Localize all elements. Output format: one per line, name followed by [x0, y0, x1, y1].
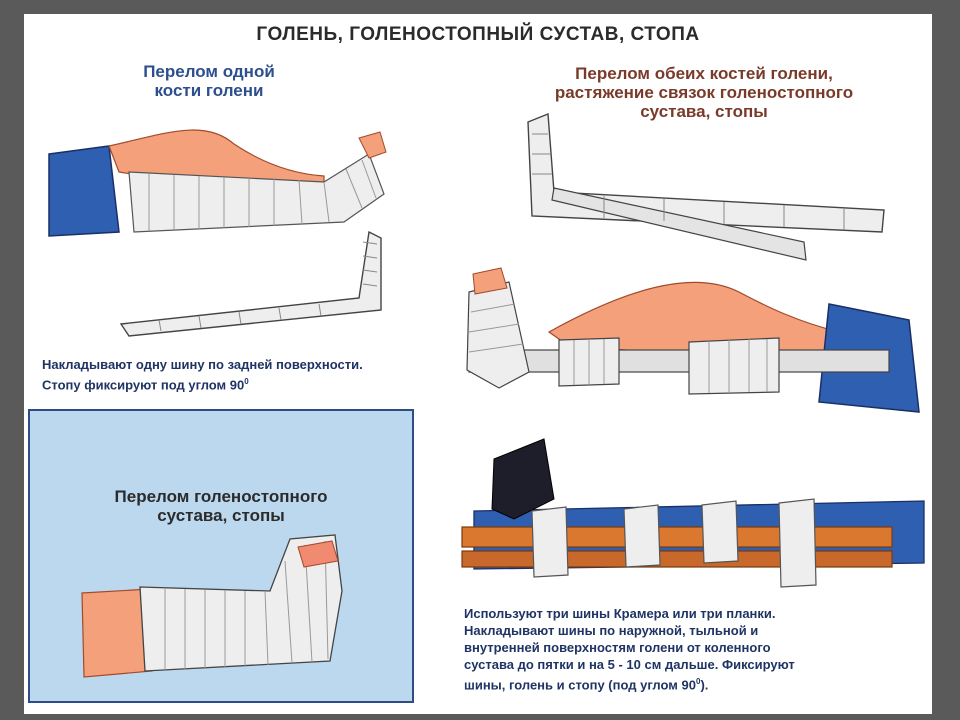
note-kramer-line1: Используют три шины Крамера или три план…	[464, 606, 776, 621]
note-one-bone-line1: Накладывают одну шину по задней поверхно…	[42, 357, 363, 372]
heading-both-bones-line2: растяжение связок голеностопного	[554, 83, 854, 102]
poster-title: ГОЛЕНЬ, ГОЛЕНОСТОПНЫЙ СУСТАВ, СТОПА	[256, 24, 700, 45]
heading-ankle-line2: сустава, стопы	[157, 506, 285, 525]
heading-one-bone-line1: Перелом одной	[143, 62, 275, 81]
leg-splint-illustration	[48, 129, 387, 237]
note-one-bone-line2: Стопу фиксируют под углом 900	[42, 377, 249, 393]
heading-ankle: Перелом голеностопного сустава, стопы	[30, 487, 412, 525]
heading-one-bone-line2: кости голени	[154, 81, 264, 100]
kramer-splint-illustration-long	[527, 112, 885, 261]
bandaged-foot-illustration	[81, 534, 343, 678]
heading-one-bone: Перелом одной кости голени	[94, 62, 324, 100]
heading-ankle-line1: Перелом голеностопного	[114, 487, 328, 506]
note-kramer-line3: внутренней поверхностям голени от коленн…	[464, 640, 771, 655]
heading-both-bones-line1: Перелом обеих костей голени,	[575, 64, 833, 83]
note-one-bone: Накладывают одну шину по задней поверхно…	[42, 356, 422, 393]
note-kramer-line5: шины, голень и стопу (под углом 900).	[464, 677, 709, 693]
planks-illustration	[461, 438, 925, 588]
note-kramer-line2: Накладывают шины по наружной, тыльной и	[464, 623, 759, 638]
note-kramer: Используют три шины Крамера или три план…	[464, 605, 928, 693]
kramer-splint-illustration	[119, 230, 382, 337]
heading-both-bones-line3: сустава, стопы	[640, 102, 768, 121]
note-kramer-line4: сустава до пятки и на 5 - 10 см дальше. …	[464, 657, 795, 672]
poster-sheet: ГОЛЕНЬ, ГОЛЕНОСТОПНЫЙ СУСТАВ, СТОПА Пере…	[24, 14, 932, 714]
heading-both-bones: Перелом обеих костей голени, растяжение …	[484, 64, 924, 121]
leg-splint-illustration-both	[466, 267, 920, 413]
ankle-panel: Перелом голеностопного сустава, стопы	[28, 409, 414, 703]
